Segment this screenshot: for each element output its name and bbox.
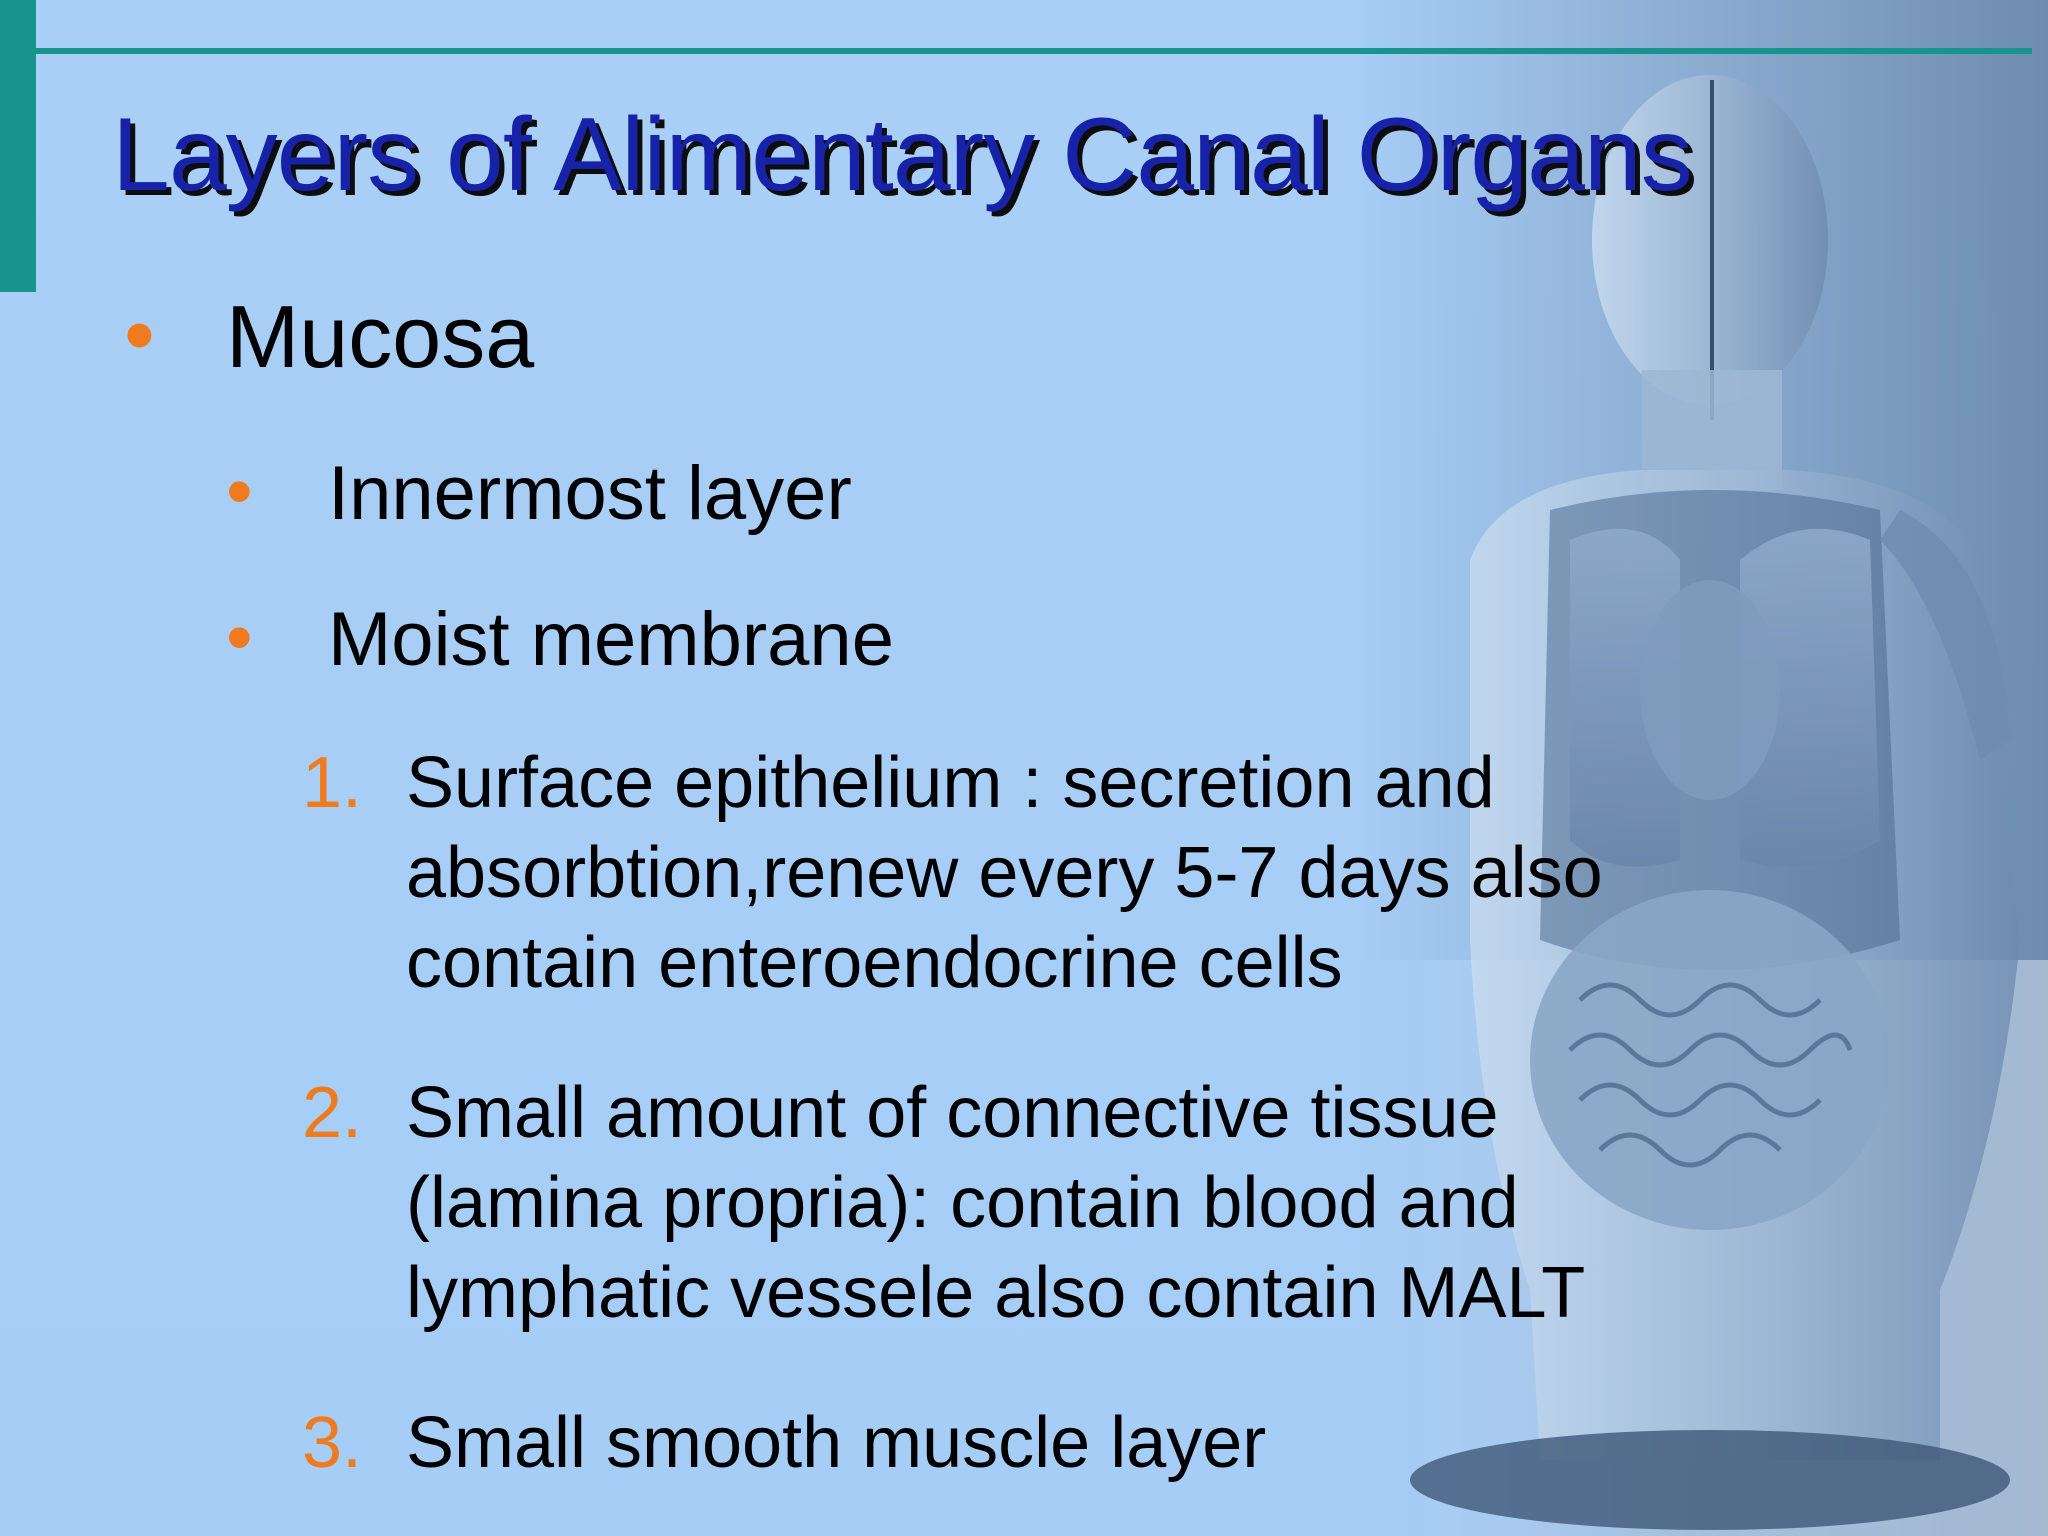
bullet-text-innermost-layer: Innermost layer: [328, 451, 852, 536]
list-number-1: 1.: [302, 743, 363, 823]
bullet-text-moist-membrane: Moist membrane: [328, 597, 894, 682]
bullet-moist: •: [226, 595, 253, 680]
accent-bar: [0, 0, 36, 292]
slide-title: Layers of Alimentary Canal Organs: [112, 97, 1693, 213]
list-item-2-line-2: (lamina propria): contain blood and: [406, 1163, 1519, 1243]
list-number-3: 3.: [302, 1403, 363, 1483]
bullet-text-mucosa: Mucosa: [226, 287, 535, 386]
list-item-3: Small smooth muscle layer: [406, 1398, 1266, 1488]
list-item-1-line-2: absorbtion,renew every 5-7 days also: [406, 833, 1603, 913]
list-item-2-line-1: Small amount of connective tissue: [406, 1073, 1499, 1153]
list-item-3-line-1: Small smooth muscle layer: [406, 1403, 1267, 1483]
top-rule: [36, 48, 2032, 54]
bullet-innermost: •: [226, 449, 253, 534]
list-number-2: 2.: [302, 1073, 363, 1153]
anatomical-torso-model-image: [1410, 75, 2020, 1530]
list-item-2-line-3: lymphatic vessele also contain MALT: [406, 1253, 1586, 1333]
bullet-mucosa: •: [124, 285, 155, 384]
list-item-1-line-3: contain enteroendocrine cells: [406, 923, 1343, 1003]
list-item-2: Small amount of connective tissue (lamin…: [406, 1068, 1585, 1338]
list-item-1: Surface epithelium : secretion and absor…: [406, 738, 1603, 1008]
list-item-1-line-1: Surface epithelium : secretion and: [406, 743, 1495, 823]
